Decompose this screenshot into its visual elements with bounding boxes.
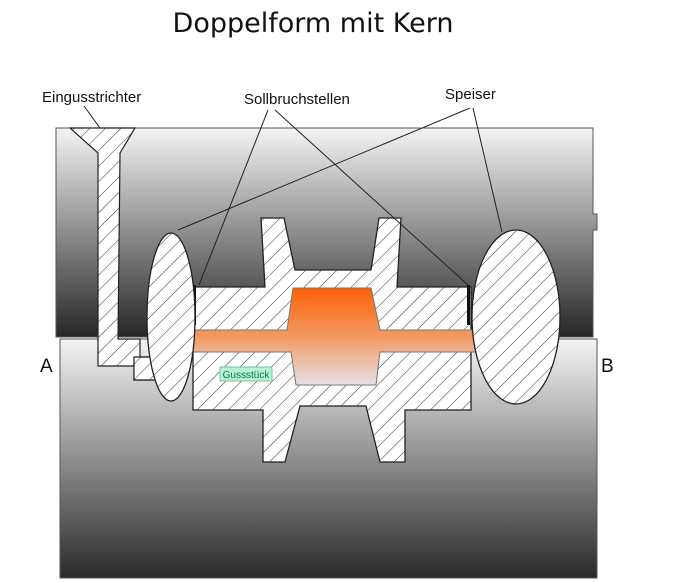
leader-sprue [83, 105, 101, 129]
break-point-right [467, 285, 470, 325]
label-sprue: Eingusstrichter [42, 89, 141, 106]
casting-tag-label: Gussstück [223, 370, 271, 381]
leader-break-left [198, 109, 269, 286]
riser-right [471, 229, 561, 405]
leader-riser-left [177, 107, 471, 231]
label-riser: Speiser [445, 86, 496, 103]
leader-break-right [274, 109, 469, 286]
diagram-title: Doppelform mit Kern [173, 8, 454, 39]
label-side-b: B [601, 356, 614, 377]
casting-tag-box [219, 366, 273, 382]
leader-riser-right [472, 107, 503, 233]
label-break-points: Sollbruchstellen [244, 91, 350, 108]
riser-left [146, 232, 196, 402]
label-side-a: A [40, 356, 53, 377]
